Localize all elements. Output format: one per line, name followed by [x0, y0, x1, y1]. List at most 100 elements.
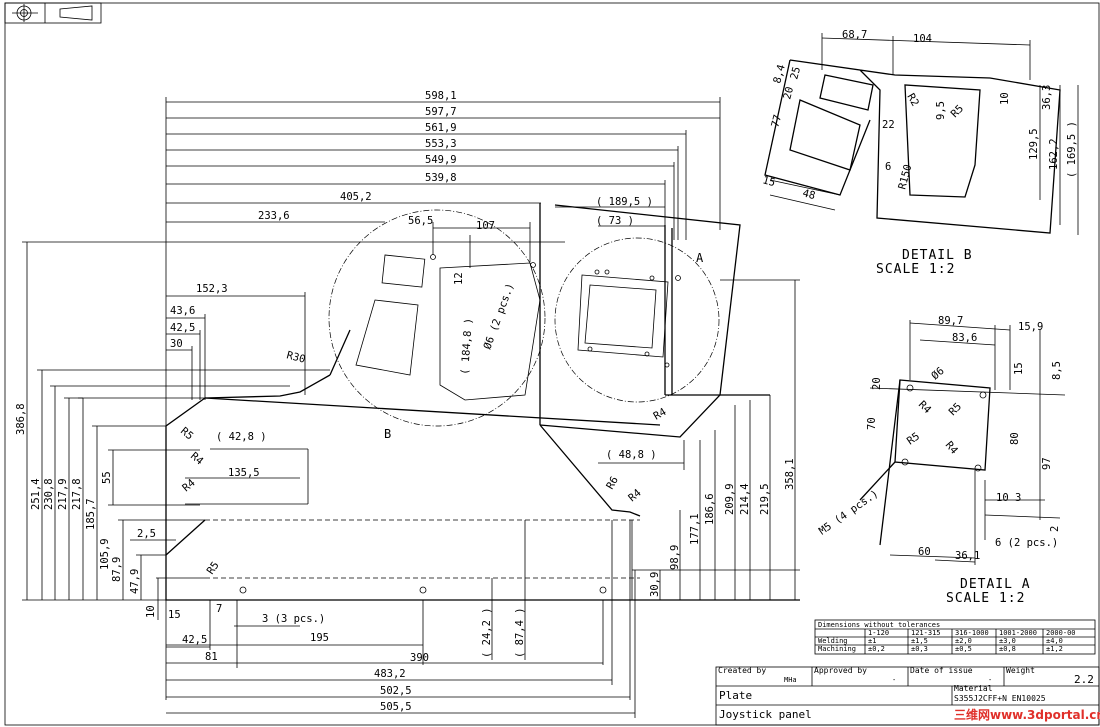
dim-105-9: 105,9 [99, 538, 111, 570]
dim-r5-b: R5 [205, 559, 222, 576]
dim-r4-a: R4 [188, 450, 205, 467]
b-dim-r2: R2 [904, 92, 921, 109]
a-dim-r5-a: R5 [947, 401, 964, 418]
dim-502-5: 502,5 [380, 685, 412, 697]
detail-b-circle [328, 209, 546, 427]
b-dim-r150: R150 [896, 163, 914, 191]
b-dim-8-4: 8,4 [771, 63, 788, 84]
b-dim-20: 20 [781, 85, 796, 100]
a-dim-r4-a: R4 [916, 399, 933, 416]
tol-header-4: 1001-2000 [999, 629, 1037, 637]
dim-hole-6: Ø6 (2 pcs.) [482, 282, 517, 351]
created-by-label: Created by [718, 666, 766, 675]
dim-597-7: 597,7 [425, 106, 457, 118]
dim-98-9: 98,9 [669, 545, 681, 570]
dim-214-4: 214,4 [739, 483, 751, 515]
dim-390: 390 [410, 652, 429, 664]
detail-b-ref: B [384, 427, 391, 441]
approved-by-label: Approved by [814, 666, 867, 675]
b-dim-9-5: 9,5 [935, 101, 947, 120]
dim-107: 107 [476, 220, 495, 232]
a-dim-60: 60 [918, 546, 931, 558]
b-dim-r5: R5 [949, 103, 966, 120]
a-dim-83-6: 83,6 [952, 332, 977, 344]
tol-cell: ±1,5 [911, 637, 928, 645]
dim-24-2: ( 24,2 ) [481, 607, 493, 658]
dim-7: 7 [216, 603, 222, 615]
date-value: - [988, 676, 992, 684]
dim-87-9: 87,9 [111, 557, 123, 582]
dim-42-5: 42,5 [170, 322, 195, 334]
dim-15: 15 [168, 609, 181, 621]
a-dim-8-5: 8,5 [1051, 361, 1063, 380]
part-name-2: Joystick panel [719, 708, 812, 721]
tol-cell: Welding [818, 637, 848, 645]
a-dim-36-1: 36,1 [955, 550, 980, 562]
b-dim-162-2: 162,2 [1048, 138, 1060, 170]
dim-219-5: 219,5 [759, 483, 771, 515]
a-dim-m5: M5 (4 pcs.) [817, 488, 881, 538]
dim-561-9: 561,9 [425, 122, 457, 134]
dim-42-8: ( 42,8 ) [216, 431, 267, 443]
tol-cell: ±1,2 [1046, 645, 1063, 653]
b-dim-104: 104 [913, 33, 932, 45]
dim-r4-c: R4 [652, 406, 669, 423]
dim-r30: R30 [285, 349, 306, 366]
dim-12: 12 [453, 272, 465, 285]
tol-cell: ±2,0 [955, 637, 972, 645]
tol-cell: ±1 [868, 637, 876, 645]
dim-189-5: ( 189,5 ) [596, 196, 653, 208]
dim-10: 10 [145, 605, 157, 618]
a-dim-70: 70 [866, 417, 878, 430]
detail-a-scale: SCALE 1:2 [946, 591, 1025, 606]
dim-185-7: 185,7 [85, 498, 97, 530]
tol-header-2: 121-315 [911, 629, 941, 637]
a-dim-15: 15 [1013, 362, 1025, 375]
dim-81: 81 [205, 651, 218, 663]
dim-598-1: 598,1 [425, 90, 457, 102]
a-dim-6-pcs: 6 (2 pcs.) [995, 537, 1058, 549]
main-view: 598,1 597,7 561,9 553,3 549,9 539,8 405,… [15, 90, 800, 718]
a-dim-20: 20 [871, 377, 883, 390]
a-dim-r4-b: R4 [943, 439, 960, 456]
detail-b-title: DETAIL B [902, 248, 973, 263]
a-dim-97: 97 [1041, 457, 1053, 470]
dim-233-6: 233,6 [258, 210, 290, 222]
a-dim-hole-6: Ø6 [929, 365, 946, 382]
tol-cell: Machining [818, 645, 856, 653]
projection-symbol-icon [4, 2, 102, 24]
dim-195: 195 [310, 632, 329, 644]
approved-by-value: - [892, 676, 896, 684]
created-by-value: MHa [784, 676, 797, 684]
dim-56-5: 56,5 [408, 215, 433, 227]
detail-a-ref: A [696, 251, 704, 265]
dim-43-6: 43,6 [170, 305, 195, 317]
dim-r4-b: R4 [180, 477, 197, 494]
b-dim-15: 15 [761, 174, 776, 189]
material-label: Material [954, 684, 993, 693]
dim-42-5b: 42,5 [182, 634, 207, 646]
dim-30-9: 30,9 [649, 572, 661, 597]
dim-135-5: 135,5 [228, 467, 260, 479]
b-dim-129-5: 129,5 [1028, 128, 1040, 160]
b-dim-6: 6 [885, 161, 891, 173]
detail-b-scale: SCALE 1:2 [876, 262, 955, 277]
dim-r4-d: R4 [626, 487, 643, 504]
tolerance-table: Dimensions without tolerances 1-120 121-… [814, 619, 1096, 655]
a-dim-89-7: 89,7 [938, 315, 963, 327]
dim-209-9: 209,9 [724, 483, 736, 515]
dim-230-8: 230,8 [43, 478, 55, 510]
tol-header-3: 316-1000 [955, 629, 989, 637]
dim-87-4: ( 87,4 ) [514, 607, 526, 658]
dim-47-9: 47,9 [129, 569, 141, 594]
dim-3-pcs: 3 (3 pcs.) [262, 613, 325, 625]
dim-358-1: 358,1 [784, 458, 796, 490]
dim-251-4: 251,4 [30, 478, 42, 510]
b-dim-169-5: ( 169,5 ) [1066, 121, 1078, 178]
b-dim-48: 48 [801, 187, 816, 202]
dim-553-3: 553,3 [425, 138, 457, 150]
dim-152-3: 152,3 [196, 283, 228, 295]
dim-r5-a: R5 [178, 425, 195, 442]
